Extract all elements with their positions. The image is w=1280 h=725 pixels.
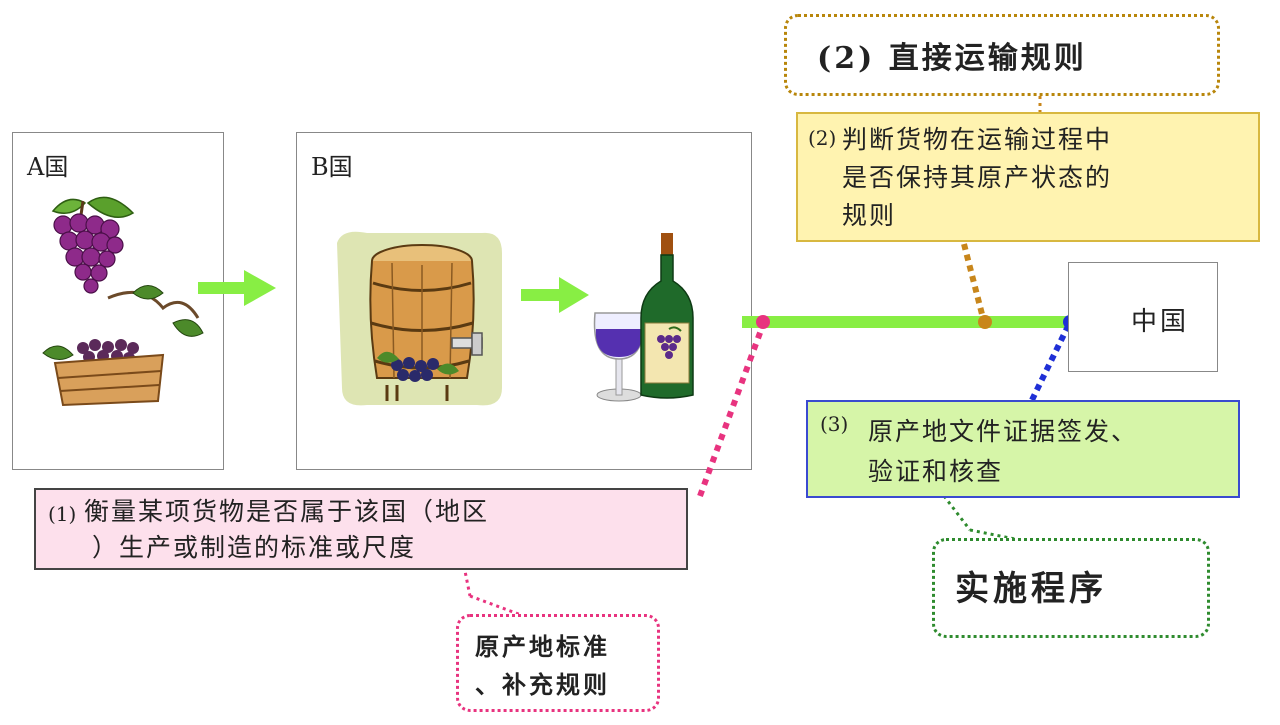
direct-transport-desc-box: (2) 判断货物在运输过程中 是否保持其原产状态的 规则 [796,112,1260,242]
wine-barrel-icon [337,231,502,406]
direct-transport-title: (2) 直接运输规则 [817,41,1087,76]
procedures-title-box: 实施程序 [932,538,1210,638]
country-a-box: A国 [12,132,224,470]
country-a-label: A国 [27,153,69,181]
china-label: 中国 [1131,307,1190,337]
procedures-desc-num: (3) [820,412,849,436]
origin-desc-box: (1) 衡量某项货物是否属于该国（地区 ）生产或制造的标准或尺度 [34,488,688,570]
grape-crate-icon [42,285,204,407]
procedures-desc-line1: 原产地文件证据签发、 [868,417,1139,446]
origin-desc-num: (1) [48,502,77,526]
arrow-barrel-to-bottle [521,277,589,313]
wine-bottle-icon [640,233,694,399]
origin-title-line1: 原产地标准 [475,632,610,661]
direct-transport-desc-line1: 判断货物在运输过程中 [842,125,1113,154]
procedures-desc-line2: 验证和核查 [868,457,1004,486]
direct-transport-desc-line2: 是否保持其原产状态的 [842,163,1113,192]
country-b-box: B国 [296,132,752,470]
origin-title-line2: 、补充规则 [475,670,610,699]
direct-transport-desc-num: (2) [808,126,837,150]
procedures-desc-box: (3) 原产地文件证据签发、 验证和核查 [806,400,1240,498]
direct-transport-desc-line3: 规则 [842,201,897,230]
origin-desc-line2: ）生产或制造的标准或尺度 [92,533,417,562]
wine-glass-icon [593,312,645,402]
direct-transport-title-box: (2) 直接运输规则 [784,14,1220,96]
grapes-icon [51,196,135,294]
procedures-title: 实施程序 [955,569,1107,609]
country-b-label: B国 [311,153,353,181]
origin-desc-line1: 衡量某项货物是否属于该国（地区 [84,497,490,526]
china-box: 中国 [1068,262,1218,372]
origin-title-box: 原产地标准 、补充规则 [456,614,660,712]
